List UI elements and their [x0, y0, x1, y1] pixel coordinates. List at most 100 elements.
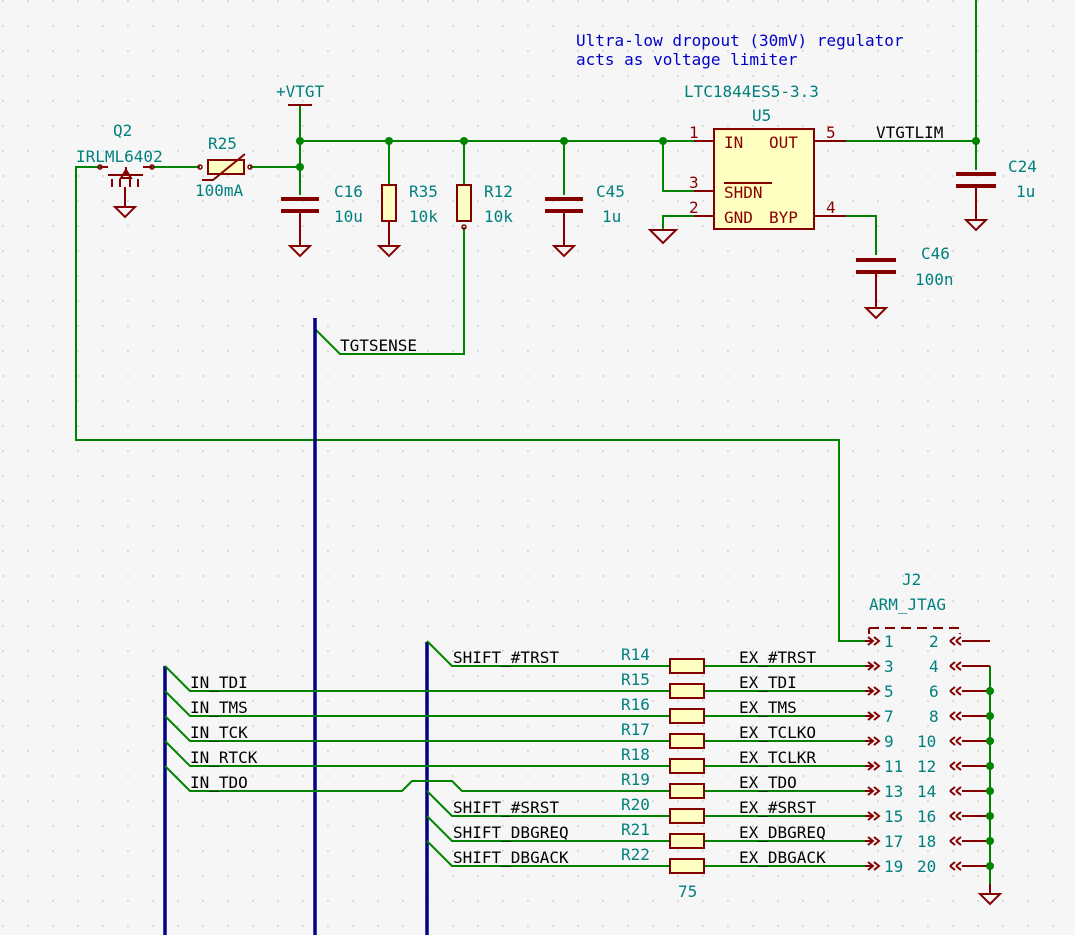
series-resistor-body[interactable]: [669, 708, 705, 724]
series-resistor-ref: R14: [621, 645, 650, 664]
j2-odd-pin-number: 11: [884, 757, 903, 776]
junction-dots: [296, 137, 980, 171]
series-resistor-body[interactable]: [669, 858, 705, 874]
j2-even-pin-number: 10: [917, 732, 936, 751]
j2-odd-pin-number: 7: [884, 707, 894, 726]
series-resistor-ref: R17: [621, 720, 650, 739]
j2-even-pin-number: 4: [929, 657, 939, 676]
j2-even-pin-number: 6: [929, 682, 939, 701]
series-resistor-body[interactable]: [669, 733, 705, 749]
row-wire-in: [164, 765, 670, 792]
c16-ref: C16: [334, 182, 363, 201]
series-resistor-body[interactable]: [669, 833, 705, 849]
series-resistor-body[interactable]: [669, 758, 705, 774]
input-label: IN_RTCK: [190, 748, 258, 767]
j2-even-pin-marker: [949, 686, 990, 696]
j2-even-pin-marker: [949, 711, 990, 721]
vtgt-power-symbol[interactable]: +VTGT: [276, 82, 325, 106]
row-wire-in: [164, 715, 670, 742]
q2-ref: Q2: [113, 121, 132, 140]
j2-even-pin-number: 16: [917, 807, 936, 826]
row-wire-in: [426, 640, 670, 667]
q2-mosfet[interactable]: Q2 IRLML6402: [76, 121, 163, 218]
input-label: IN_TDI: [190, 673, 248, 692]
u5-value: LTC1844ES5-3.3: [684, 82, 819, 101]
c16-value: 10u: [334, 207, 363, 226]
ex-net-label: EX_TDO: [739, 773, 797, 792]
row-wire-in: [164, 740, 670, 767]
r12-resistor[interactable]: R12 10k: [456, 182, 513, 230]
j2-odd-pin-number: 9: [884, 732, 894, 751]
row-wire-in: [426, 790, 670, 817]
ground-junction-dot: [986, 862, 994, 870]
net-label-tgtsense: TGTSENSE: [340, 336, 417, 355]
series-resistor-body[interactable]: [669, 808, 705, 824]
j2-ref: J2: [902, 570, 921, 589]
series-resistor-ref: R20: [621, 795, 650, 814]
j2-even-pin-marker: [949, 786, 990, 796]
j2-even-pin-marker: [949, 811, 990, 821]
j2-odd-pin-marker: [865, 736, 881, 746]
series-resistor-body[interactable]: [669, 783, 705, 799]
c46-capacitor[interactable]: C46 100n: [856, 244, 954, 319]
c16-capacitor[interactable]: C16 10u: [281, 182, 363, 257]
c46-value: 100n: [915, 270, 954, 289]
u5-ref: U5: [752, 106, 771, 125]
j2-even-pin-number: 18: [917, 832, 936, 851]
ground-junction-dot: [986, 737, 994, 745]
ex-net-label: EX_#TRST: [739, 648, 816, 667]
c24-value: 1u: [1016, 182, 1035, 201]
j2-odd-pin-number: 1: [884, 632, 894, 651]
r25-ptc-fuse[interactable]: R25 100mA: [195, 134, 253, 200]
c45-capacitor[interactable]: C45 1u: [545, 182, 625, 257]
series-resistor-body[interactable]: [669, 683, 705, 699]
c24-capacitor[interactable]: C24 1u: [956, 157, 1037, 231]
ground-junction-dot: [986, 812, 994, 820]
j2-even-pin-marker: [949, 661, 990, 671]
u5-pin-gnd: GND: [724, 208, 753, 227]
j2-odd-pin-number: 3: [884, 657, 894, 676]
r35-value: 10k: [409, 207, 438, 226]
j2-odd-pin-marker: [865, 636, 881, 646]
j2-even-pin-number: 14: [917, 782, 936, 801]
u5-pin-byp: BYP: [769, 208, 798, 227]
j2-odd-pin-number: 5: [884, 682, 894, 701]
q2-value: IRLML6402: [76, 147, 163, 166]
j2-even-pin-marker: [949, 836, 990, 846]
note-line-2: acts as voltage limiter: [576, 50, 798, 69]
vtgt-label: +VTGT: [276, 82, 325, 101]
series-resistor-body[interactable]: [669, 658, 705, 674]
ground-junction-dot: [986, 787, 994, 795]
r35-ref: R35: [409, 182, 438, 201]
j2-odd-pin-number: 17: [884, 832, 903, 851]
r12-ref: R12: [484, 182, 513, 201]
ex-net-label: EX_DBGACK: [739, 848, 826, 867]
j2-value: ARM_JTAG: [869, 595, 946, 614]
series-resistor-ref: R22: [621, 845, 650, 864]
u5-pin-out: OUT: [769, 133, 798, 152]
j2-even-pin-marker: [949, 761, 990, 771]
j2-even-pin-marker: [949, 636, 990, 646]
row-wire-in: [164, 665, 670, 692]
j2-odd-pin-marker: [865, 836, 881, 846]
c45-value: 1u: [602, 207, 621, 226]
j2-odd-pin-marker: [865, 861, 881, 871]
ground-junction-dot: [986, 687, 994, 695]
r35-resistor[interactable]: R35 10k: [378, 182, 438, 257]
u5-regulator[interactable]: LTC1844ES5-3.3 U5 IN OUT SHDN GND BYP 1 …: [647, 82, 846, 245]
u5-pin-number-5: 5: [826, 123, 836, 142]
